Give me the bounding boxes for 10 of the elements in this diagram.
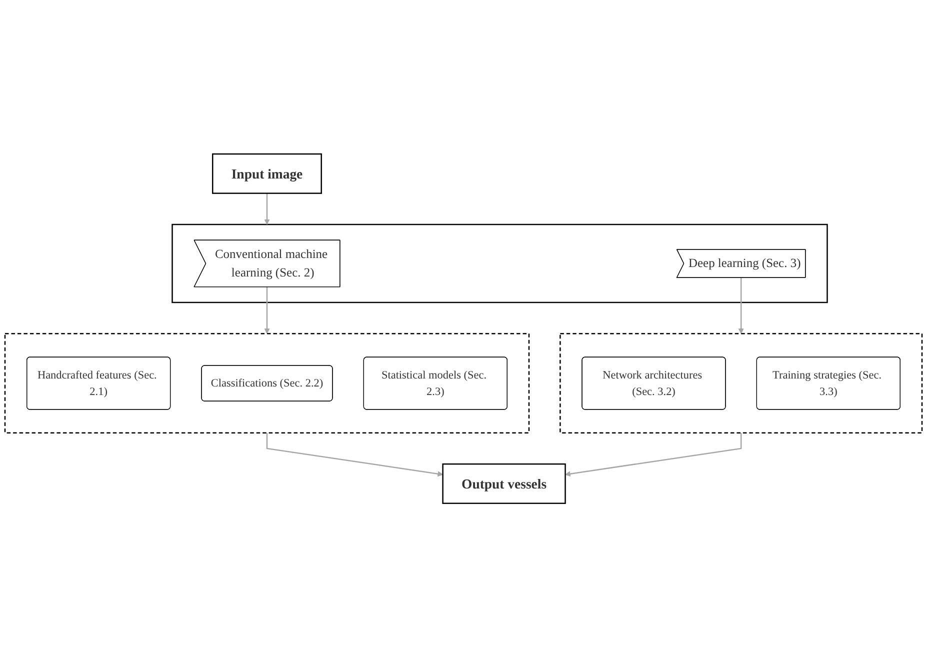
node-box: Output vessels — [442, 463, 566, 504]
cluster — [172, 224, 828, 303]
arrow — [264, 193, 270, 225]
arrow — [266, 432, 444, 476]
cluster — [4, 332, 530, 434]
node-box: Input image — [212, 153, 322, 194]
arrow — [738, 277, 744, 334]
arrow — [565, 432, 742, 476]
cluster — [560, 332, 923, 434]
arrow — [264, 286, 270, 334]
